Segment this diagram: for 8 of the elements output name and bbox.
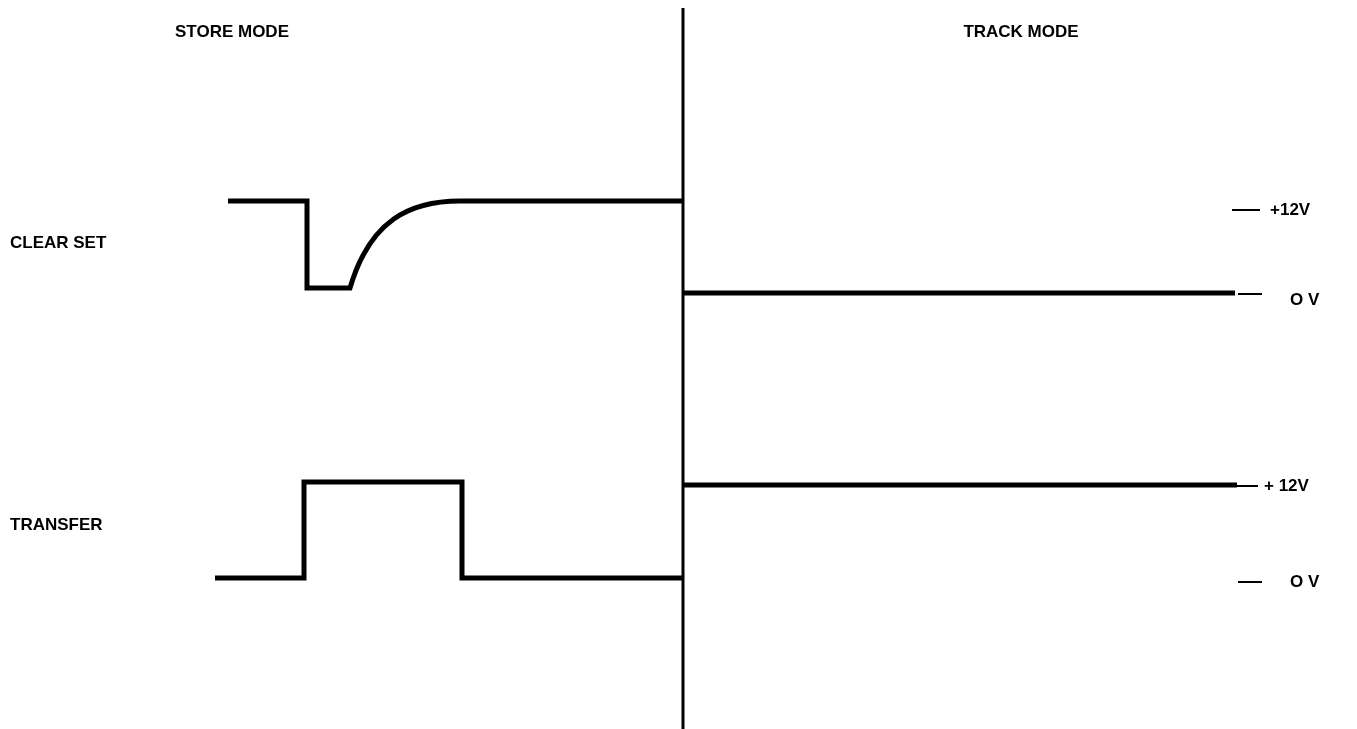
voltage-label: + 12V xyxy=(1264,476,1309,496)
column-heading: TRACK MODE xyxy=(963,22,1079,42)
voltage-label: O V xyxy=(1290,290,1320,310)
voltage-label: +12V xyxy=(1270,200,1311,220)
signal-name: TRANSFER xyxy=(10,515,103,535)
column-heading: STORE MODE xyxy=(175,22,289,42)
voltage-label: O V xyxy=(1290,572,1320,592)
signal-name: CLEAR SET xyxy=(10,233,107,253)
